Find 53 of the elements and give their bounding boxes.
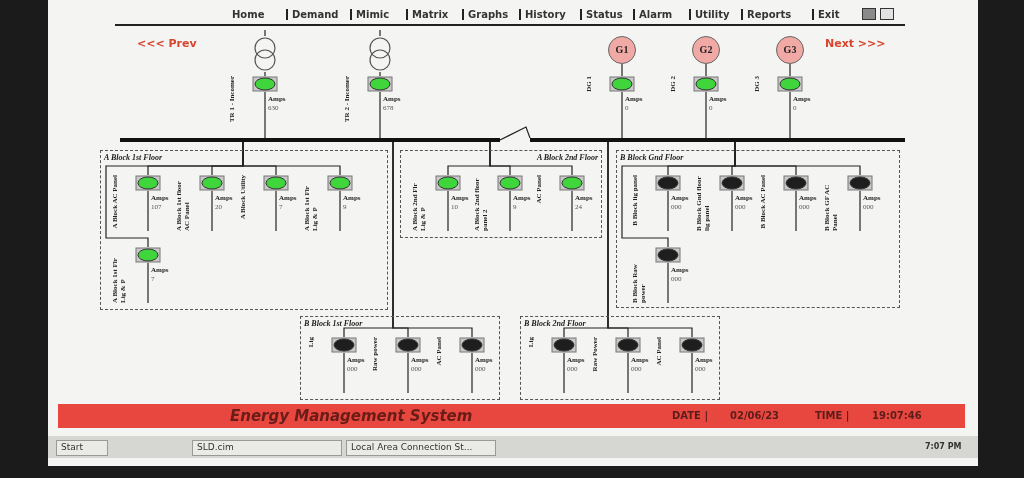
connector-line (379, 131, 381, 139)
menu-link: Graphs (462, 9, 509, 20)
previous-link: <<< Prev (137, 37, 197, 50)
connector-line (392, 141, 473, 338)
menu-link: Reports (741, 9, 792, 20)
start-button: Start (56, 440, 108, 456)
menu-link: Exit (812, 9, 840, 20)
menu-link: Mimic (350, 9, 390, 20)
taskbar-button: Local Area Connection St... (346, 440, 496, 456)
connector-line (705, 131, 707, 139)
date-caption: DATE | (672, 410, 709, 421)
panel-title: B Block Gnd Floor (620, 153, 684, 162)
busbar (120, 138, 500, 142)
connector-line (379, 29, 381, 37)
connector-line (705, 63, 707, 77)
floor-panel (616, 150, 900, 308)
floor-panel (300, 316, 500, 400)
floor-panel (400, 150, 602, 238)
connector-line (499, 126, 531, 141)
taskbar-button: SLD.cim (192, 440, 342, 456)
connector-line (264, 29, 266, 37)
panel-title: A Block 2nd Floor (536, 153, 598, 162)
floor-panel (520, 316, 720, 400)
connector-line (379, 71, 381, 77)
busbar (530, 138, 905, 142)
transformer-symbol (254, 36, 276, 72)
connector-line (789, 131, 791, 139)
menu-link: Demand (286, 9, 339, 20)
menu-link: Alarm (633, 9, 673, 20)
floor-panel (100, 150, 388, 310)
clock-text: 7:07 PM (925, 442, 962, 451)
connector-line (264, 131, 266, 139)
connector-line (789, 63, 791, 77)
menu-link: Utility (689, 9, 730, 20)
menu-link: Matrix (406, 9, 449, 20)
panel-title: B Block 2nd Floor (524, 319, 586, 328)
connector-line (105, 141, 244, 248)
connector-line (264, 71, 266, 77)
time-caption: TIME | (815, 410, 850, 421)
footer-title: Energy Management System (230, 407, 473, 425)
panel-title: B Block 1st Floor (304, 319, 363, 328)
connector-line (607, 141, 693, 338)
menu-link: Status (580, 9, 623, 20)
menu-link: History (519, 9, 566, 20)
connector-line (621, 63, 623, 77)
date-value: 02/06/23 (730, 410, 780, 421)
connector-line (621, 131, 623, 139)
connector-line (621, 141, 736, 248)
time-value: 19:07:46 (872, 410, 922, 421)
transformer-symbol (369, 36, 391, 72)
next-link: Next >>> (825, 37, 886, 50)
panel-title: A Block 1st Floor (104, 153, 162, 162)
connector-line (489, 141, 573, 176)
